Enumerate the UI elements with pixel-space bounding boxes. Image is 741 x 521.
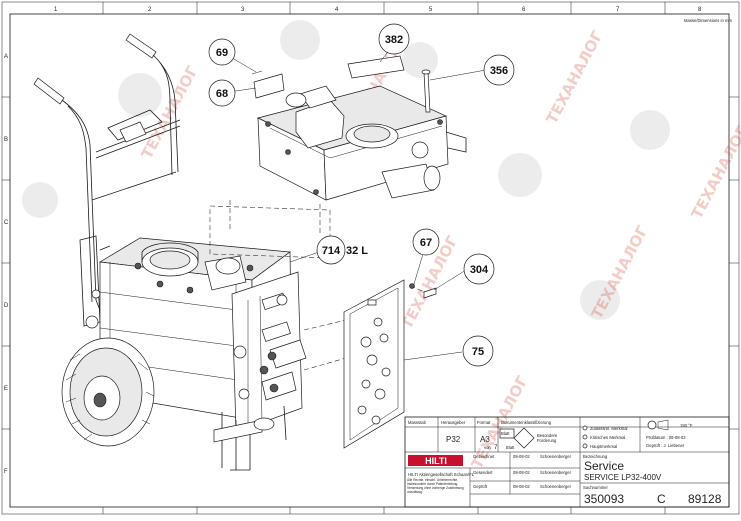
row-1-label: Gezeichnet	[473, 454, 495, 459]
bezeichnung-1: Service	[584, 459, 624, 473]
blatt-label: Blatt	[501, 431, 510, 436]
row-2-name: Schoenenberger	[540, 470, 572, 475]
geprueft: Geprüft : J. Liebener	[646, 443, 685, 448]
grid-label-e: E	[4, 386, 8, 392]
row-3-label: Geprüft	[473, 484, 488, 489]
special-req-1: Besondere	[537, 433, 558, 438]
row-2-date: 08-08-02	[513, 470, 530, 475]
grid-label-f: F	[4, 469, 8, 475]
callout-75[interactable]: 75	[462, 335, 494, 367]
callout-356[interactable]: 356	[483, 54, 515, 86]
format-label: Format	[477, 420, 491, 425]
grid-label-3: 3	[241, 7, 245, 13]
frame-grid-ticks	[2, 2, 739, 514]
callout-69-label: 69	[216, 47, 228, 59]
hilti-logo-text: HILTI	[425, 456, 447, 466]
screw-short	[423, 287, 437, 299]
watermark-text-7: ТЕХАНАЛОГ	[688, 122, 741, 221]
dimensions-note: Masse/Dimensions in mm	[684, 18, 732, 23]
callout-304[interactable]: 304	[463, 253, 495, 285]
left-grip	[33, 77, 65, 105]
special-req-2: Forderung	[537, 438, 557, 443]
watermark-text-3: ТЕХАНАЛОГ	[543, 27, 607, 126]
trolley-frame	[33, 33, 181, 329]
control-panel-assembly	[213, 271, 307, 471]
mark-1: Zulasssrel. Merkmal	[590, 426, 628, 431]
von-value: 7	[494, 445, 498, 451]
watermark-text-6: ТЕХАНАЛОГ	[588, 222, 652, 321]
change-number: 89128	[688, 492, 722, 506]
callout-382-label: 382	[385, 34, 403, 46]
frame-grid-labels: 1 2 3 4 5 6 7 8 A B C D E F	[4, 7, 702, 475]
grid-label-c: C	[4, 220, 9, 226]
blatt2-label: Blatt	[506, 445, 515, 450]
bezeichnung-label: Bezeichnung	[583, 454, 608, 459]
sachnummer: 350093	[584, 492, 624, 506]
row-1-date: 08-08-02	[513, 454, 530, 459]
screw-long	[423, 71, 431, 113]
rivet	[251, 70, 263, 75]
nut	[409, 283, 415, 289]
callout-382[interactable]: 382	[378, 23, 410, 55]
massstab-label: Massstab	[408, 420, 427, 425]
mark-2: Kritisches Merkmal	[590, 435, 625, 440]
inner-frame	[9, 13, 730, 508]
outlet-pipe	[423, 165, 441, 191]
grid-label-2: 2	[148, 7, 152, 13]
company-name: HILTI Aktiengesellschaft Schaan/FL	[408, 472, 475, 477]
callout-68-label: 68	[216, 88, 228, 100]
callout-356-label: 356	[490, 65, 508, 77]
grid-label-a: A	[4, 54, 8, 60]
projection-symbol-icon	[647, 419, 669, 431]
hilti-logo	[408, 455, 463, 466]
tolerance-unit: 150 °F	[680, 423, 693, 428]
row-2-label: Gesendert	[473, 470, 493, 475]
top-cover-assembly	[256, 85, 467, 201]
mark-3: Hauptmerkmal	[590, 444, 617, 449]
doc-class-label: Dokumentenklassifizierung	[501, 420, 552, 425]
callout-304-label: 304	[470, 264, 489, 276]
format-value: A3	[480, 435, 490, 444]
leader-lines	[221, 43, 487, 361]
row-1-name: Schoenenberger	[540, 454, 572, 459]
callout-714-label: 714	[322, 245, 341, 257]
wheel	[61, 337, 155, 447]
callout-714[interactable]: 714 32 L	[316, 235, 368, 265]
callout-714-note: 32 L	[346, 245, 368, 257]
herausgeber-label: Herausgeber	[441, 420, 466, 425]
callout-67[interactable]: 67	[412, 228, 440, 256]
change-index: C	[657, 492, 666, 506]
grid-label-d: D	[4, 303, 9, 309]
callout-75-label: 75	[472, 346, 484, 358]
diamond-icon	[513, 427, 535, 449]
grid-label-1: 1	[54, 7, 58, 13]
grid-label-6: 6	[522, 7, 526, 13]
grid-label-8: 8	[698, 7, 702, 13]
pruefdatum: Prüfdatum : 08-08-02	[646, 435, 686, 440]
sachnummer-label: Sachnummer	[583, 485, 609, 490]
label-plate	[253, 73, 285, 99]
cover-plate	[343, 279, 437, 449]
row-3-name: Schoenenberger	[540, 484, 572, 489]
grid-label-4: 4	[335, 7, 339, 13]
title-block: Massstab Herausgeber Format Dokumentenkl…	[404, 416, 730, 508]
right-grip	[125, 33, 157, 59]
von-label: von	[484, 445, 491, 450]
callout-69[interactable]: 69	[208, 38, 236, 66]
grid-label-7: 7	[616, 7, 620, 13]
callout-67-label: 67	[420, 237, 432, 249]
row-3-date: 08-08-02	[513, 484, 530, 489]
frame-cap	[85, 315, 99, 329]
herausgeber-value: P32	[446, 435, 461, 444]
grid-label-b: B	[4, 137, 8, 143]
grid-label-5: 5	[429, 7, 433, 13]
bezeichnung-2: SERVICE LP32-400V	[584, 473, 662, 482]
callout-68[interactable]: 68	[208, 79, 236, 107]
rights-note: Alle Rechte, einschl. Urheberrechte, ins…	[407, 478, 464, 494]
